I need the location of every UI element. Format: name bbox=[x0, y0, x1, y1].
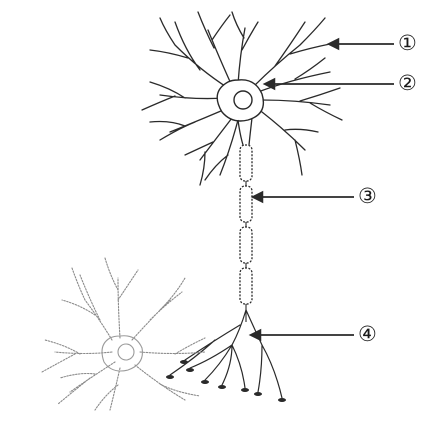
myelin-segment bbox=[240, 145, 252, 181]
label-4: ④ bbox=[358, 324, 377, 345]
label-2: ② bbox=[398, 73, 417, 94]
cell-body bbox=[217, 80, 263, 145]
label-3: ③ bbox=[358, 186, 377, 207]
second-neuron bbox=[42, 258, 205, 410]
synaptic-knobs bbox=[166, 360, 286, 402]
myelin-segment bbox=[240, 268, 252, 304]
axon-terminals bbox=[166, 310, 286, 402]
myelin-segment bbox=[240, 186, 252, 222]
myelin-segment bbox=[240, 227, 252, 263]
label-1: ① bbox=[398, 33, 417, 54]
axon bbox=[240, 145, 252, 322]
